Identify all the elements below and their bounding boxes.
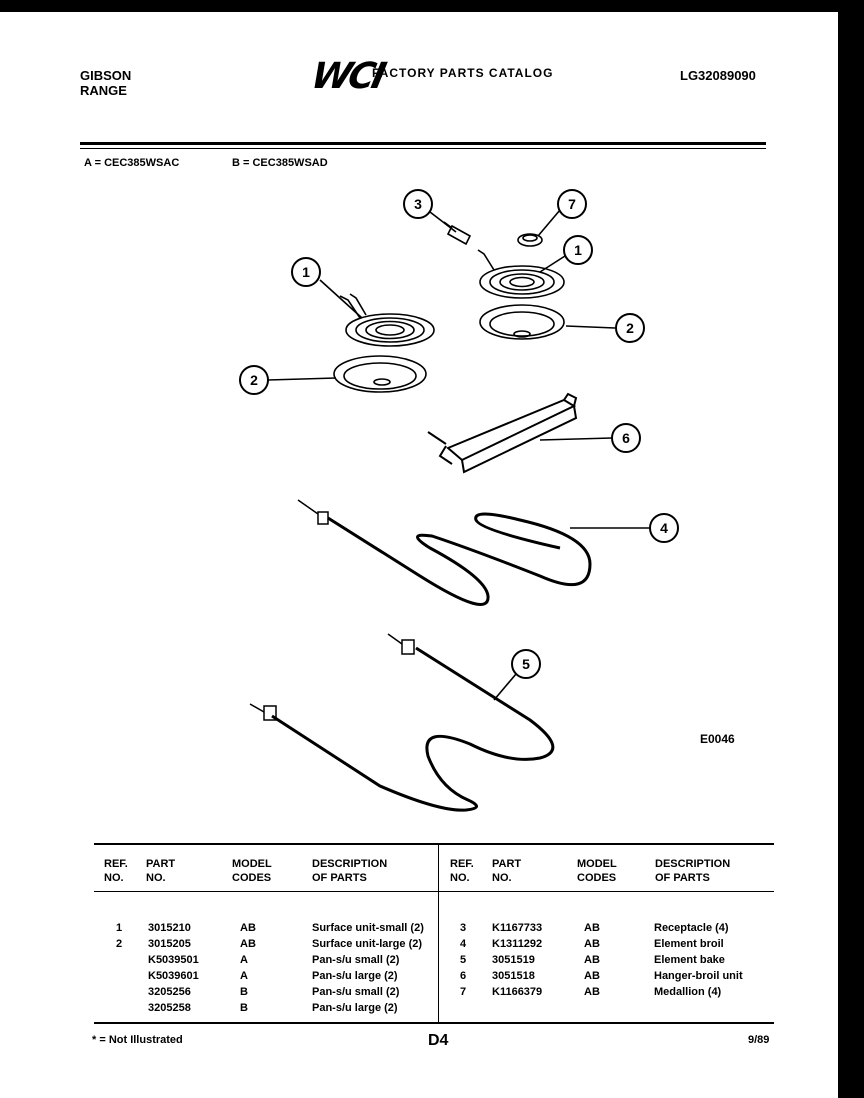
leader-line	[429, 211, 457, 233]
table-column-codes: AB AB A A B B	[240, 922, 256, 1014]
leader-line	[493, 673, 517, 701]
leader-line	[267, 377, 337, 381]
header-part: PART NO.	[492, 858, 522, 884]
callout-circle	[291, 257, 321, 287]
callout-circle	[403, 189, 433, 219]
callout-circle	[611, 423, 641, 453]
header-model: MODEL CODES	[577, 858, 617, 884]
header-description: DESCRIPTION OF PARTS	[312, 858, 388, 884]
header-rule-thin	[80, 148, 766, 149]
document-number: LG32089090	[680, 68, 756, 83]
callout-circle	[563, 235, 593, 265]
table-bottom-rule	[94, 1022, 774, 1024]
model-code-a: A = CEC385WSAC	[84, 157, 180, 169]
table-column-divider	[438, 845, 439, 1022]
product-name: RANGE	[80, 83, 127, 98]
header-part: PART NO.	[146, 858, 176, 884]
hanger-broil-icon	[427, 392, 578, 474]
table-column-part: 3015210 3015205 K5039501 K5039601 320525…	[148, 922, 199, 1014]
callout-label: 7	[568, 196, 576, 212]
surface-unit-large-icon	[477, 249, 565, 299]
header-model: MODEL CODES	[232, 858, 272, 884]
brand-name: GIBSON	[80, 68, 132, 83]
surface-unit-small-icon	[339, 293, 435, 347]
table-column-description: Receptacle (4) Element broil Element bak…	[654, 922, 743, 998]
table-column-ref: 3 4 5 6 7	[460, 922, 467, 998]
receptacle-icon	[443, 221, 472, 246]
medallion-icon	[517, 233, 543, 247]
callout-circle	[239, 365, 269, 395]
leader-line	[565, 325, 616, 329]
table-column-part: K1167733 K1311292 3051519 3051518 K11663…	[492, 922, 543, 998]
page-number: D4	[428, 1032, 449, 1049]
header-ref: REF. NO.	[450, 858, 474, 884]
callout-label: 5	[522, 656, 530, 672]
revision-date: 9/89	[748, 1034, 770, 1046]
drip-pan-large-icon	[479, 304, 565, 340]
table-header-rule	[94, 891, 774, 892]
table-column-codes: AB AB AB AB AB	[584, 922, 600, 998]
header-ref: REF. NO.	[104, 858, 128, 884]
catalog-title: FACTORY PARTS CATALOG	[372, 66, 554, 80]
callout-label: 3	[414, 196, 422, 212]
header-description: DESCRIPTION OF PARTS	[655, 858, 731, 884]
table-cell-ref: 1 2	[116, 922, 123, 950]
leader-line	[539, 437, 613, 441]
callout-label: 1	[574, 242, 582, 258]
table-column-description: Surface unit-small (2) Surface unit-larg…	[312, 922, 424, 1014]
callout-circle	[511, 649, 541, 679]
header-rule	[80, 142, 766, 145]
not-illustrated-note: * = Not Illustrated	[92, 1034, 183, 1046]
callout-label: 1	[302, 264, 310, 280]
brand-block: GIBSON RANGE	[80, 68, 131, 98]
callout-circle	[615, 313, 645, 343]
callout-label: 2	[250, 372, 258, 388]
broil-element-icon	[297, 499, 592, 606]
callout-label: 2	[626, 320, 634, 336]
leader-line	[537, 209, 561, 237]
callout-circle	[557, 189, 587, 219]
bake-element-icon	[249, 633, 555, 812]
callout-label: 4	[660, 520, 668, 536]
catalog-page	[0, 12, 838, 1098]
model-code-b: B = CEC385WSAD	[232, 157, 328, 169]
callout-circle	[649, 513, 679, 543]
callout-label: 6	[622, 430, 630, 446]
table-top-rule	[94, 843, 774, 845]
figure-code: E0046	[700, 732, 735, 746]
drip-pan-small-icon	[333, 355, 427, 393]
leader-line	[539, 255, 566, 273]
